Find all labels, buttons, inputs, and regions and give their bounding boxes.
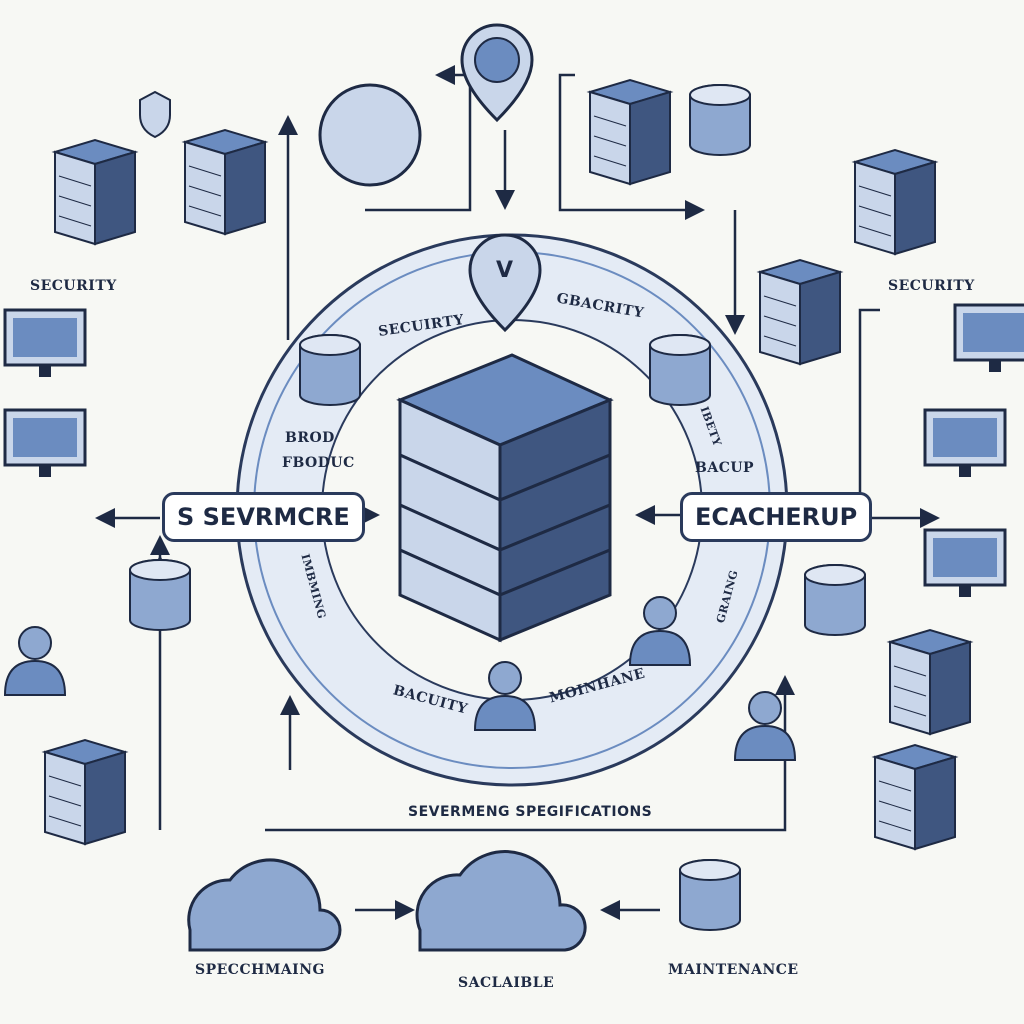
server-icon <box>854 149 936 255</box>
shield-icon <box>139 90 171 139</box>
monitor-icon <box>923 408 1007 479</box>
cloud-icon <box>187 858 342 952</box>
bottom-right-label: MAINTENANCE <box>668 962 799 978</box>
person-icon <box>4 626 66 696</box>
bottom-center-label: SACLAIBLE <box>458 975 555 991</box>
bottom-left-label: SPECCHMAING <box>195 962 325 978</box>
monitor-icon <box>3 408 87 479</box>
location-pin-icon <box>468 233 542 333</box>
cloud-icon <box>415 850 587 952</box>
globe-icon <box>318 83 422 187</box>
security-label-right: SECURITY <box>888 278 975 294</box>
ring-label: FBODUC <box>282 455 355 471</box>
pin-label: V <box>496 258 514 283</box>
server-icon <box>874 744 956 850</box>
database-icon <box>679 859 741 931</box>
server-icon <box>184 129 266 235</box>
server-icon <box>589 79 671 185</box>
specifications-label: SEVERMENG SPEGIFICATIONS <box>408 804 653 820</box>
database-icon <box>804 564 866 636</box>
service-box-left: S SEVRMCRE <box>162 492 365 542</box>
database-icon <box>689 84 751 156</box>
database-icon <box>129 559 191 631</box>
server-icon <box>54 139 136 245</box>
ring-label: BACUP <box>695 460 755 476</box>
database-icon <box>299 334 361 406</box>
security-label-left: SECURITY <box>30 278 117 294</box>
monitor-icon <box>953 303 1024 374</box>
server-icon <box>759 259 841 365</box>
central-server-stack <box>396 353 614 643</box>
database-icon <box>649 334 711 406</box>
monitor-icon <box>3 308 87 379</box>
laptop-icon <box>923 528 1007 599</box>
server-icon <box>889 629 971 735</box>
ring-label: BROD <box>285 430 335 446</box>
server-icon <box>44 739 126 845</box>
service-box-right: ECACHERUP <box>680 492 873 542</box>
